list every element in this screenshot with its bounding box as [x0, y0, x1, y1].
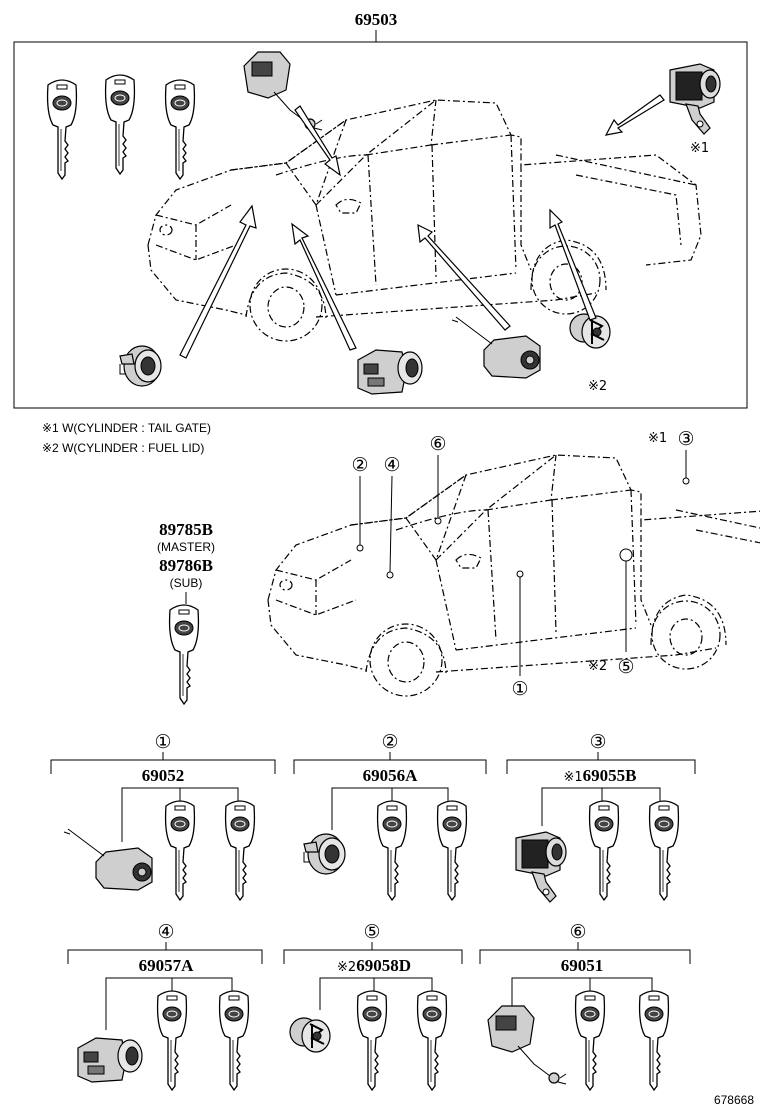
location-callouts: ② ④ ⑥ ※1 ③ ※2 ⑤ ① [351, 428, 694, 700]
group-4-callout: ④ [157, 921, 174, 943]
door-lock-part-icon [451, 316, 541, 379]
key-icon [164, 800, 196, 901]
key-icon [164, 79, 196, 180]
location-5: ⑤ [617, 656, 634, 678]
key-icon [648, 800, 680, 901]
group-1: ① 69052 [50, 731, 276, 901]
location-1: ① [511, 678, 528, 700]
top-note1-mark: ※1 [690, 141, 709, 156]
key-icon [46, 79, 78, 180]
master-key-label: (MASTER) [157, 540, 215, 554]
ignition-lock-part-icon [243, 51, 323, 131]
key-icon [416, 990, 448, 1091]
group-3: ③ ※169055B [506, 731, 696, 903]
key-icon [638, 990, 670, 1091]
master-key-part-number: 89785B [159, 520, 213, 539]
key-icon [156, 990, 188, 1091]
fuel-lid-cylinder-part-icon [289, 1017, 331, 1053]
door-lock-part-icon [63, 828, 153, 891]
group-4-part-number: 69057A [139, 956, 195, 975]
group-5: ⑤ ※269058D [283, 921, 463, 1091]
key-icon [104, 74, 136, 175]
group-5-callout: ⑤ [363, 921, 380, 943]
top-part-number: 69503 [355, 10, 398, 29]
location-3: ③ [677, 428, 694, 450]
tailgate-cylinder-part-icon [515, 831, 567, 903]
master-key-icon [168, 604, 200, 705]
door-cylinder-part-icon [119, 345, 162, 387]
group-2: ② 69056A [293, 731, 487, 901]
key-icon [356, 990, 388, 1091]
tailgate-cylinder-part-icon [669, 63, 721, 135]
sub-key-part-number: 89786B [159, 556, 213, 575]
key-icon [224, 800, 256, 901]
group-2-callout: ② [381, 731, 398, 753]
group-1-callout: ① [154, 731, 171, 753]
group-5-part-number: ※269058D [337, 956, 411, 975]
group-4: ④ 69057A [67, 921, 263, 1091]
glove-box-cylinder-part-icon [357, 349, 423, 395]
glove-box-cylinder-part-icon [77, 1037, 143, 1083]
key-icon [436, 800, 468, 901]
group-6: ⑥ 69051 [479, 921, 691, 1091]
door-cylinder-part-icon [303, 833, 346, 875]
group-2-part-number: 69056A [363, 766, 419, 785]
location-2: ② [351, 454, 368, 476]
group-3-part-number: ※169055B [563, 766, 636, 785]
group-6-callout: ⑥ [569, 921, 586, 943]
figure-id: 678668 [714, 1093, 754, 1107]
key-icon [588, 800, 620, 901]
top-frame [13, 41, 748, 409]
truck-illustration-locations [267, 454, 760, 697]
key-icon [218, 990, 250, 1091]
group-3-callout: ③ [589, 731, 606, 753]
group-6-part-number: 69051 [561, 956, 604, 975]
key-icon [574, 990, 606, 1091]
truck-illustration-top [147, 99, 702, 342]
location-4: ④ [383, 454, 400, 476]
top-note2-mark: ※2 [588, 379, 607, 394]
group-1-part-number: 69052 [142, 766, 185, 785]
note-1: ※1 W(CYLINDER : TAIL GATE) [42, 421, 211, 435]
key-icon [376, 800, 408, 901]
location-6: ⑥ [429, 433, 446, 455]
ignition-lock-part-icon [487, 1005, 567, 1085]
sub-key-label: (SUB) [170, 576, 203, 590]
note-2: ※2 W(CYLINDER : FUEL LID) [42, 441, 204, 455]
location-3-mark: ※1 [648, 431, 667, 446]
location-5-mark: ※2 [588, 659, 607, 674]
